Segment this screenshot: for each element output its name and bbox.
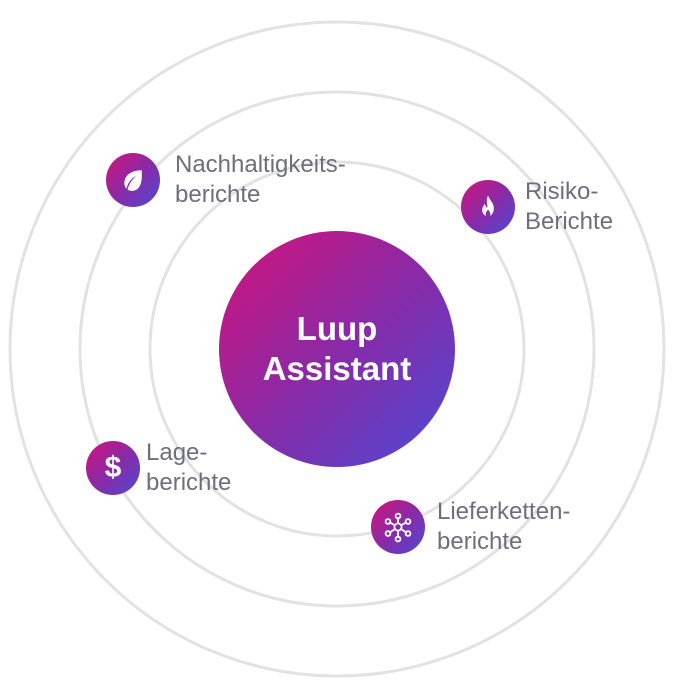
network-icon xyxy=(384,512,412,543)
node-label-line2: Berichte xyxy=(525,208,614,235)
node-label: Nachhaltigkeits- berichte xyxy=(175,150,346,210)
node-badge xyxy=(371,500,425,554)
node-badge xyxy=(106,153,160,207)
dollar-icon: $ xyxy=(104,451,122,484)
center-hub: Luup Assistant xyxy=(219,231,455,467)
node-label-line1: Nachhaltigkeits- xyxy=(175,151,346,178)
node-badge xyxy=(461,180,515,234)
flame-icon xyxy=(482,195,494,217)
node-lieferkettenberichte[interactable]: Lieferketten- berichte xyxy=(371,498,570,555)
node-risiko-berichte[interactable]: Risiko- Berichte xyxy=(461,178,613,235)
node-label: Lage- berichte xyxy=(146,438,231,498)
node-label-line1: Lieferketten- xyxy=(437,498,571,525)
node-nachhaltigkeitsberichte[interactable]: Nachhaltigkeits- berichte xyxy=(106,151,346,208)
center-title-line1: Luup xyxy=(296,310,378,347)
node-label: Lieferketten- berichte xyxy=(437,497,570,557)
node-label-line2: berichte xyxy=(437,528,523,555)
node-label-line2: berichte xyxy=(146,469,232,496)
node-label-line1: Lage- xyxy=(146,439,208,466)
orbit-ring-middle xyxy=(78,90,596,608)
orbit-ring-outer xyxy=(8,20,666,678)
leaf-icon xyxy=(124,170,142,191)
node-label-line1: Risiko- xyxy=(525,178,599,205)
node-badge: $ xyxy=(86,441,140,495)
node-label: Risiko- Berichte xyxy=(525,177,613,237)
center-title-line2: Assistant xyxy=(262,350,412,387)
node-lageberichte[interactable]: $ Lage- berichte xyxy=(86,439,231,496)
node-label-line2: berichte xyxy=(175,181,261,208)
orbit-ring-inner xyxy=(148,160,526,538)
